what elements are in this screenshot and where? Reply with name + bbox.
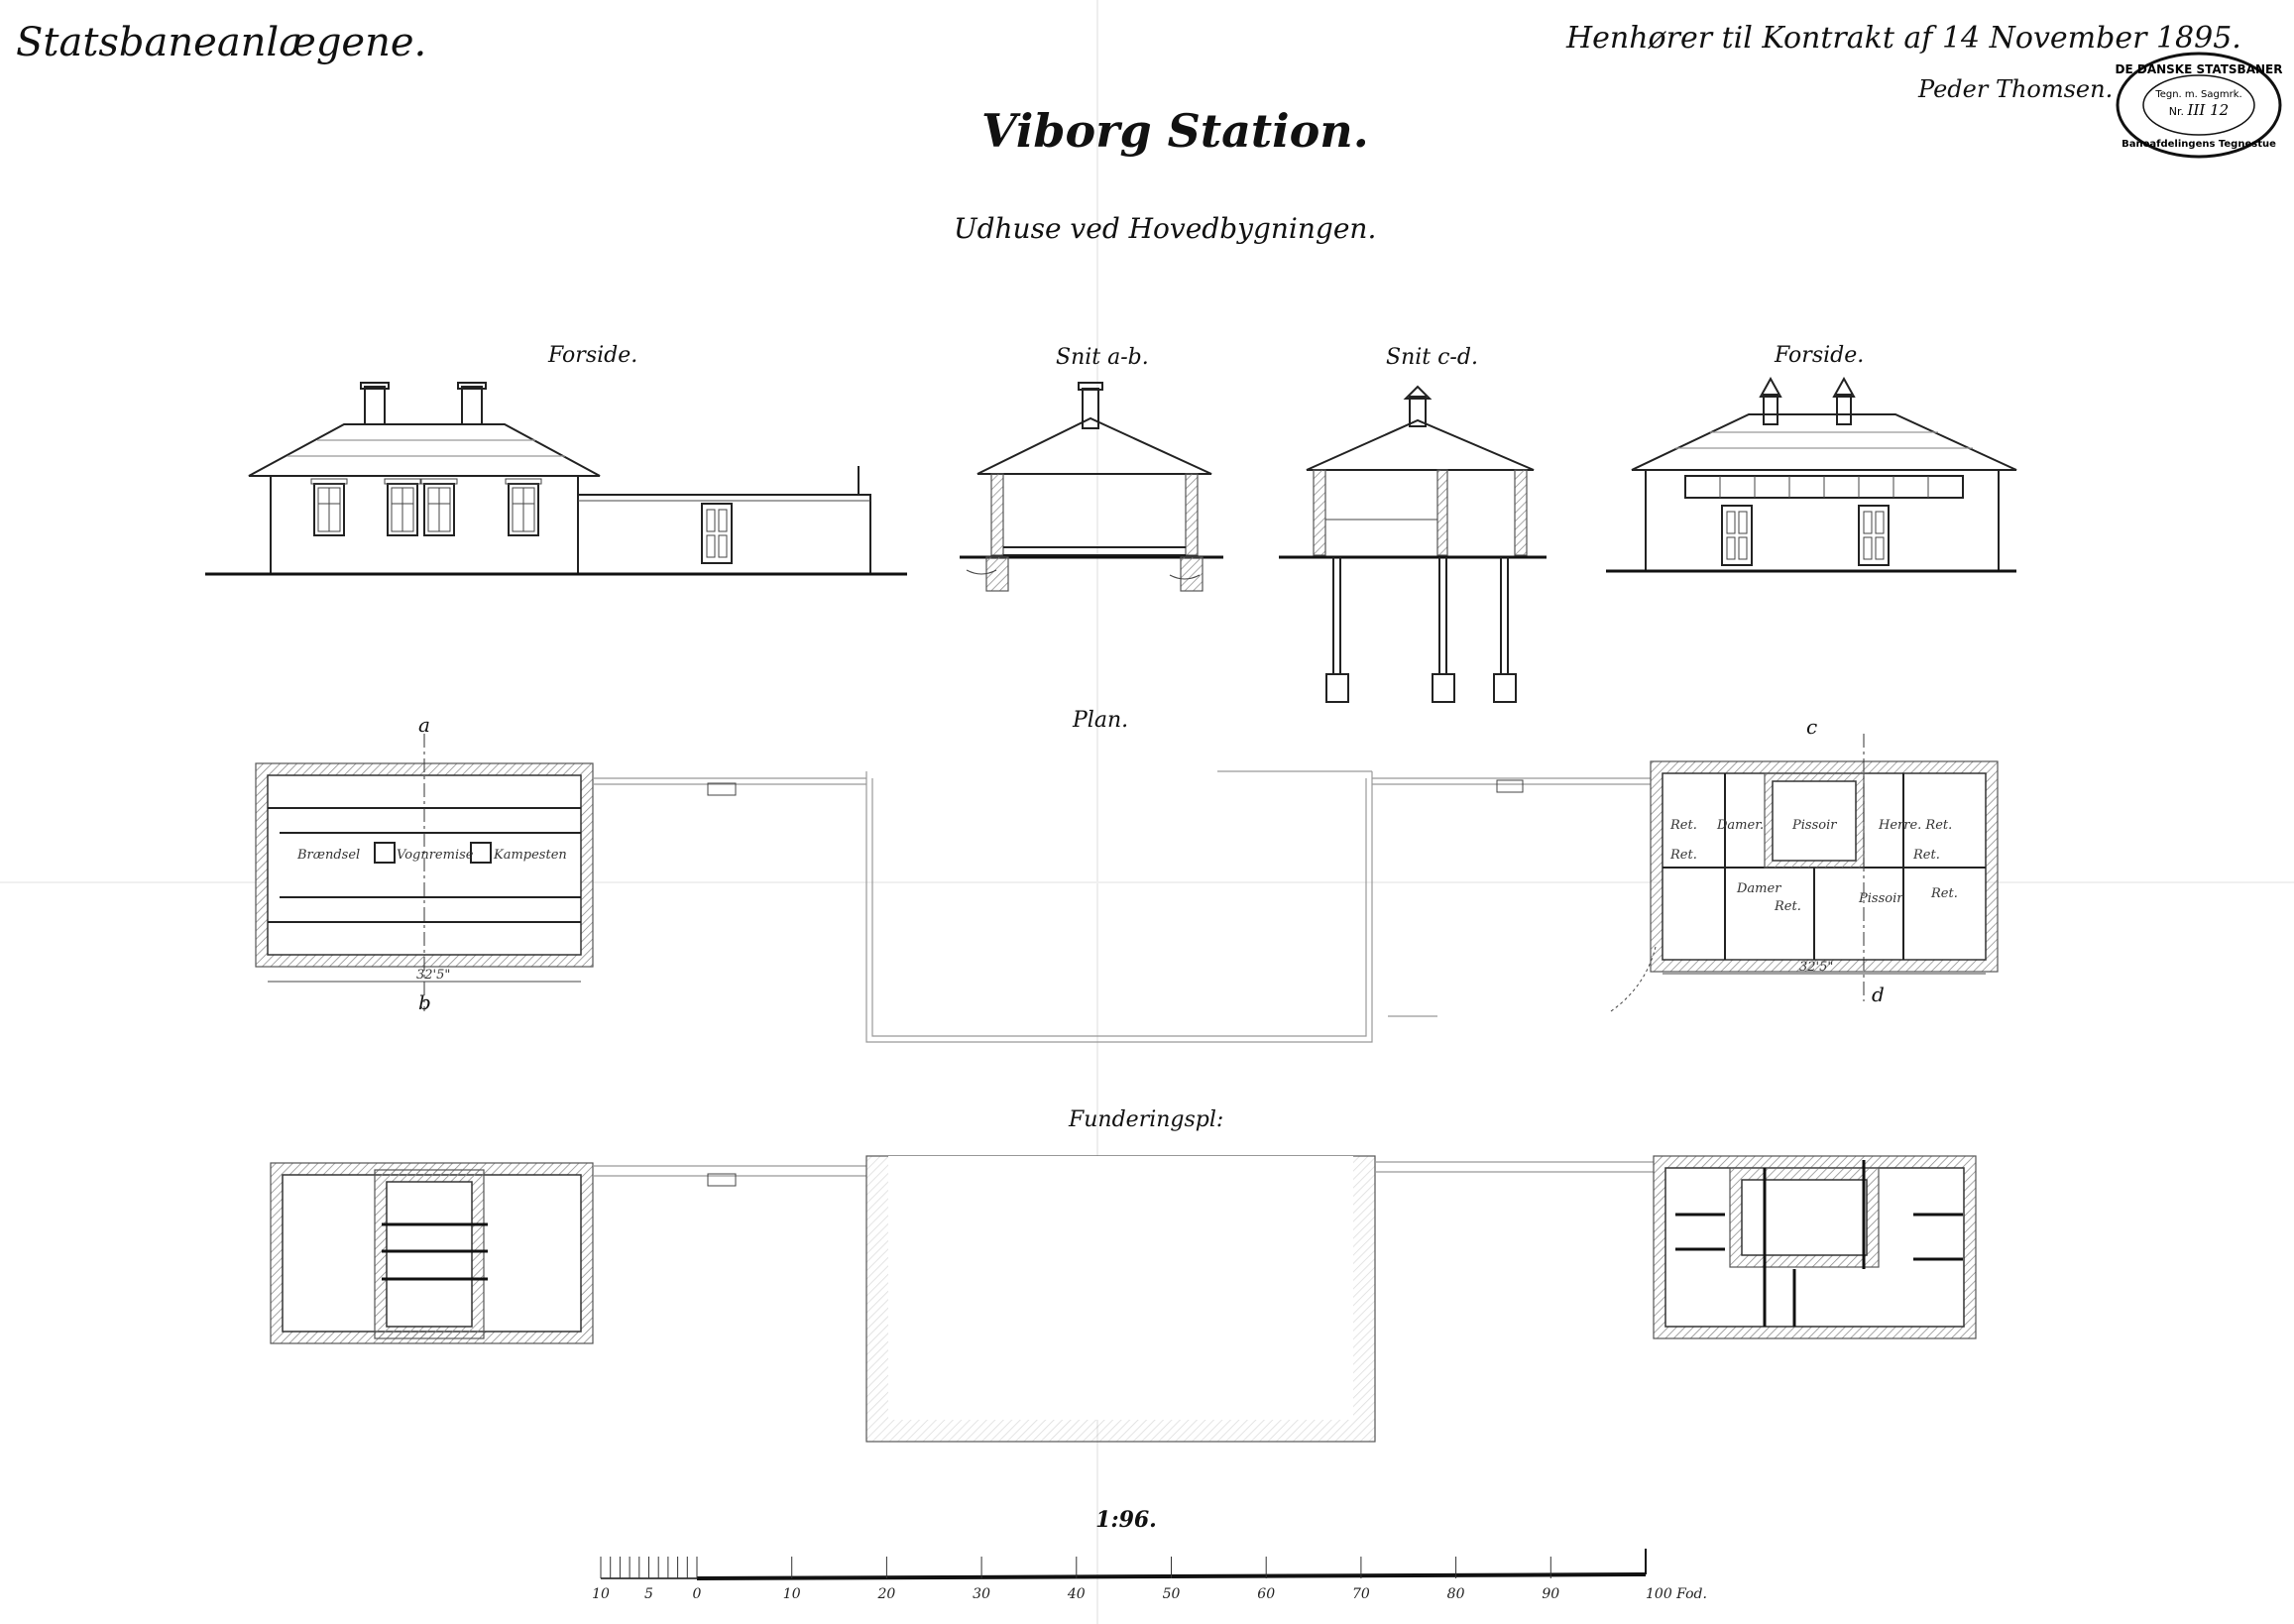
svg-text:Pissoir: Pissoir	[1791, 818, 1837, 833]
svg-text:Vognremise: Vognremise	[397, 848, 474, 863]
front-elevation-left	[205, 382, 907, 576]
svg-text:Nr. III 12: Nr. III 12	[2169, 101, 2229, 119]
svg-text:DE DANSKE STATSBANER: DE DANSKE STATSBANER	[2116, 62, 2283, 76]
svg-text:Ret.: Ret.	[1912, 848, 1940, 863]
label-section-ab: Snit a-b.	[1056, 345, 1149, 370]
svg-text:Kampesten: Kampesten	[493, 848, 567, 863]
svg-text:c: c	[1806, 715, 1817, 739]
plan-label: Plan.	[1072, 708, 1128, 733]
svg-text:32'5": 32'5"	[416, 968, 450, 983]
svg-text:Ret.: Ret.	[1669, 818, 1697, 833]
plan-connecting-walls	[593, 770, 1657, 1043]
svg-text:Baneafdelingens Tegnestue: Baneafdelingens Tegnestue	[2122, 139, 2276, 150]
scale-tick-label: 10	[783, 1586, 801, 1602]
section-ab	[960, 382, 1223, 592]
front-elevation-right	[1606, 376, 2017, 573]
svg-text:a: a	[418, 713, 430, 737]
scale-tick-label: 80	[1447, 1586, 1465, 1602]
foundation-label: Funderingspl:	[1068, 1107, 1223, 1132]
svg-text:Ret.: Ret.	[1774, 899, 1801, 914]
scale-tick-label: 70	[1352, 1586, 1370, 1602]
scale-tick-label: 5	[644, 1586, 653, 1602]
svg-text:d: d	[1872, 983, 1885, 1006]
svg-text:Ret.: Ret.	[1930, 886, 1958, 901]
scale-ratio: 1:96.	[1095, 1507, 1157, 1533]
svg-text:b: b	[418, 990, 431, 1014]
svg-text:Brændsel: Brændsel	[296, 848, 360, 863]
label-front-left: Forside.	[547, 343, 637, 368]
plan-left-building: Brændsel Vognremise Kampesten 32'5" a b	[255, 713, 594, 1014]
svg-text:Herre. Ret.: Herre. Ret.	[1878, 818, 1952, 833]
contract-note: Henhører til Kontrakt af 14 November 189…	[1565, 21, 2241, 56]
label-front-right: Forside.	[1774, 343, 1864, 368]
drawing-subtitle: Udhuse ved Hovedbygningen.	[954, 212, 1376, 245]
svg-text:Pissoir: Pissoir	[1858, 891, 1903, 906]
svg-text:Ret.: Ret.	[1669, 848, 1697, 863]
svg-text:Tegn. m. Sagmrk.: Tegn. m. Sagmrk.	[2154, 89, 2241, 100]
scale-tick-label: 0	[693, 1586, 702, 1602]
scale-tick-label: 40	[1067, 1586, 1086, 1602]
drawing-title: Viborg Station.	[981, 104, 1369, 158]
scale-tick-label: 50	[1163, 1586, 1181, 1602]
svg-text:Damer.: Damer.	[1716, 818, 1764, 833]
scale-tick-label: 10	[592, 1586, 610, 1602]
scale-tick-label: 20	[876, 1586, 895, 1602]
signature: Peder Thomsen.	[1917, 75, 2113, 103]
scale-tick-label: 100 Fod.	[1646, 1586, 1707, 1602]
scale-tick-label: 30	[973, 1586, 990, 1602]
approval-stamp: DE DANSKE STATSBANER Tegn. m. Sagmrk. Nr…	[2116, 52, 2283, 159]
label-section-cd: Snit c-d.	[1386, 345, 1478, 370]
plan-right-building: Ret. Damer. Pissoir Herre. Ret. Ret. Ret…	[1650, 715, 1999, 1006]
scale-tick-label: 90	[1542, 1586, 1559, 1602]
svg-text:Damer: Damer	[1736, 881, 1781, 896]
foundation-plan	[270, 1155, 1977, 1443]
section-cd	[1279, 385, 1547, 703]
scale-tick-label: 60	[1257, 1586, 1275, 1602]
series-title: Statsbaneanlægene.	[16, 20, 426, 65]
svg-text:32'5": 32'5"	[1799, 960, 1833, 975]
